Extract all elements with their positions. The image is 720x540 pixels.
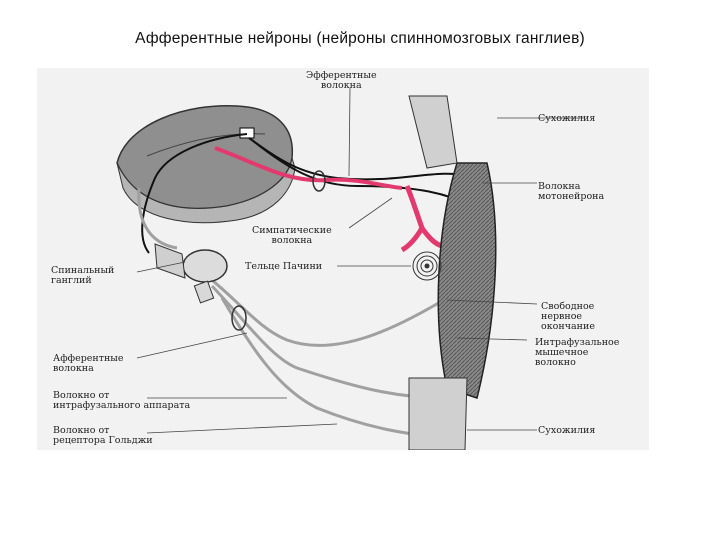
nerve-ring-lower — [231, 305, 247, 331]
label-motoneuron-fibers: Волокна мотонейрона — [538, 181, 605, 202]
label-efferent-fibers: Эфферентные волокна — [306, 70, 377, 91]
label-intrafusal-apparatus-fiber: Волокно от интрафузального аппарата — [53, 390, 191, 411]
skeletal-muscle — [408, 95, 497, 450]
spinal-reflex-diagram — [37, 68, 649, 450]
label-sympathetic-fibers: Симпатические волокна — [252, 225, 332, 246]
label-tendon-top: Сухожилия — [538, 113, 596, 124]
spinal-cord-section — [116, 104, 296, 224]
label-pacinian-body: Тельце Пачини — [245, 261, 323, 272]
page-title: Афферентные нейроны (нейроны спинномозго… — [135, 30, 585, 47]
label-tendon-bottom: Сухожилия — [538, 425, 596, 436]
label-intrafusal-fiber: Интрафузальное мышечное волокно — [535, 337, 620, 368]
label-afferent-fibers: Афферентные волокна — [53, 353, 124, 374]
label-spinal-ganglion: Спинальный ганглий — [51, 265, 115, 286]
label-pointers — [136, 87, 585, 434]
nerve-ring-upper — [312, 170, 326, 192]
label-golgi-receptor-fiber: Волокно от рецептора Гольджи — [53, 425, 153, 446]
motoneuron-cell-icon — [239, 127, 255, 139]
label-free-nerve-ending: Свободное нервное окончание — [541, 301, 595, 332]
spinal-ganglion — [154, 243, 228, 304]
sympathetic-fiber-line — [214, 146, 403, 190]
pacinian-corpuscle — [412, 251, 442, 281]
